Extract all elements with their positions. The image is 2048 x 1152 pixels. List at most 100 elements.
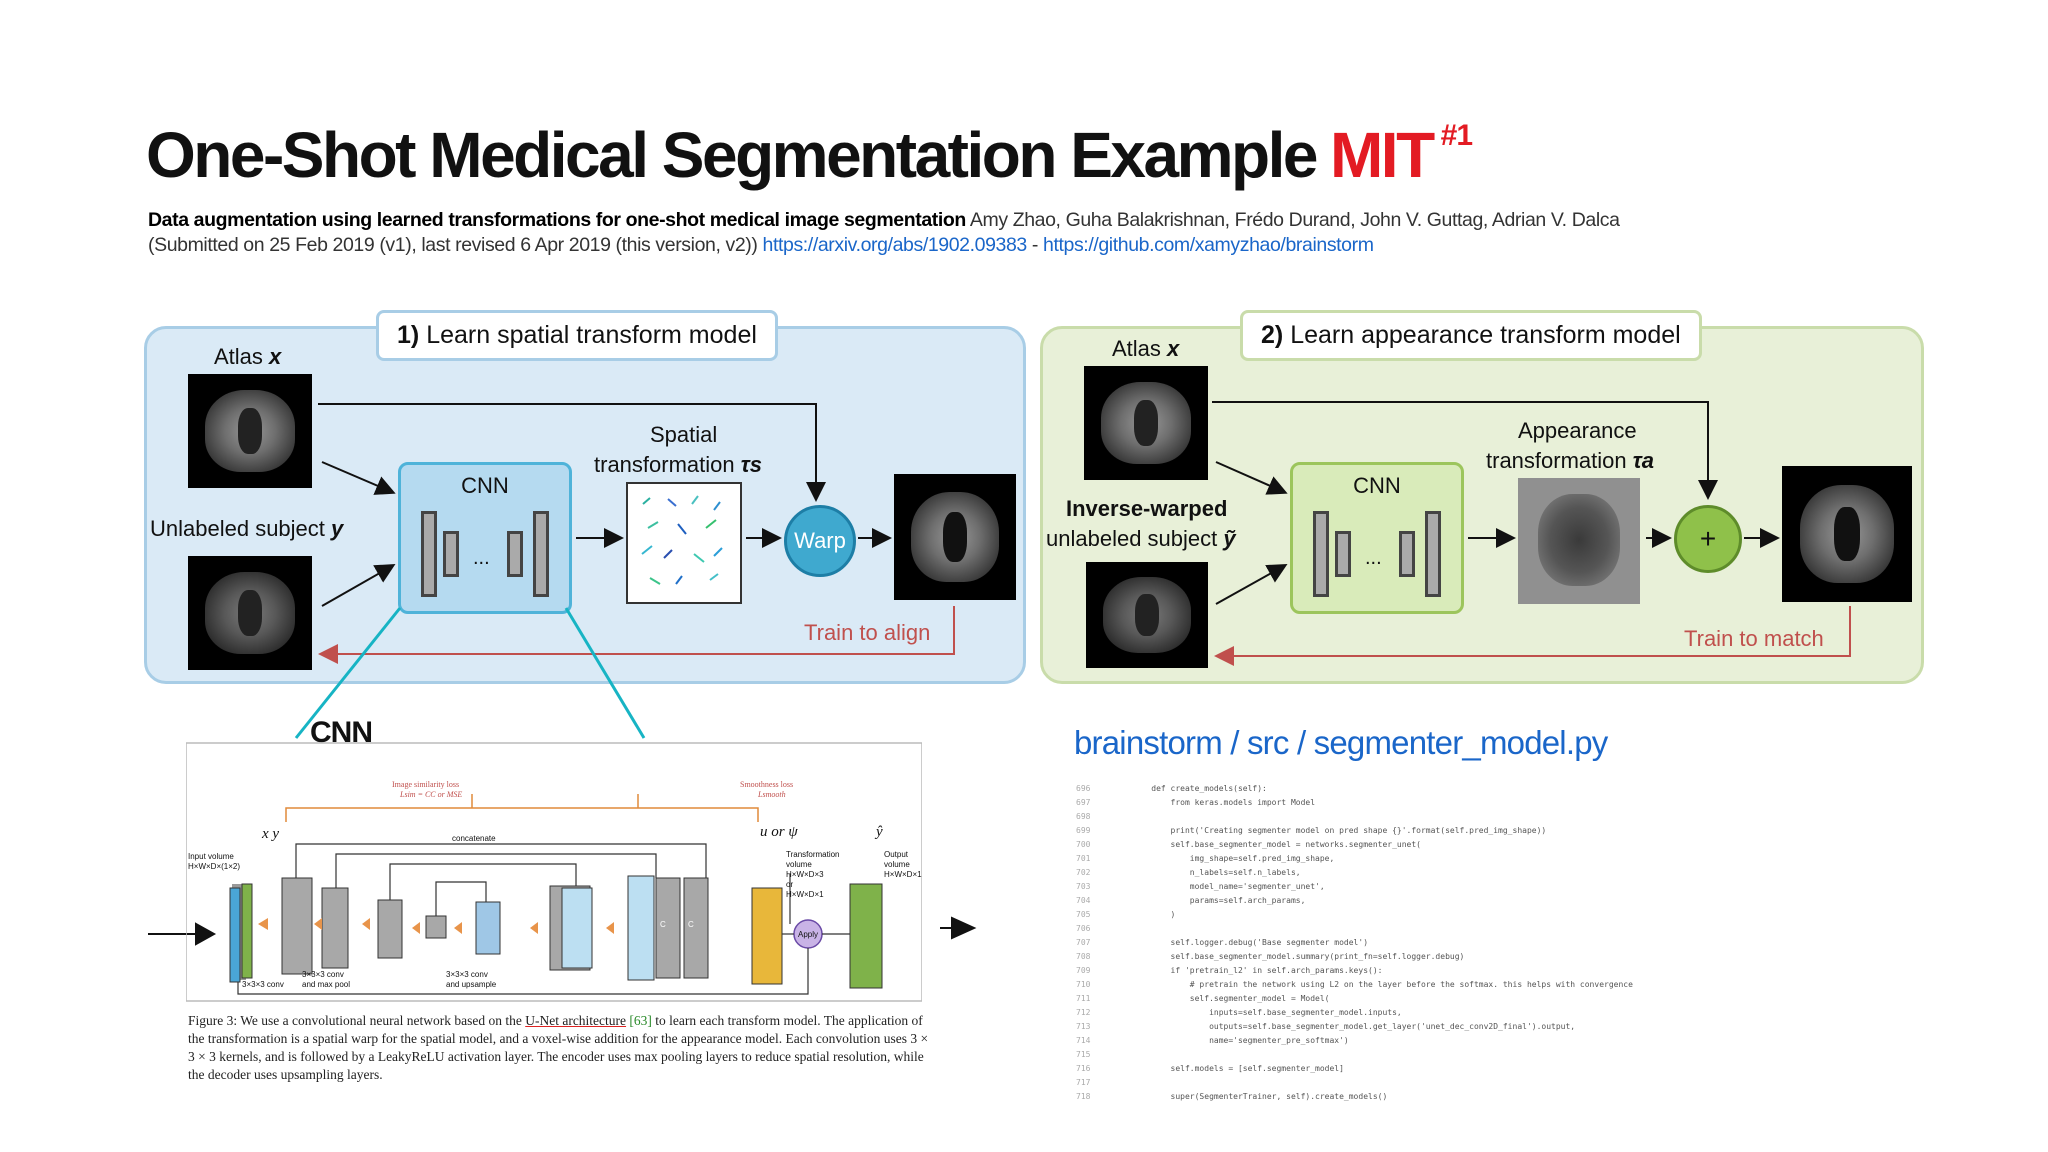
code-line: 702 n_labels=self.n_labels, <box>1076 866 1876 880</box>
code-listing: 696 def create_models(self):697 from ker… <box>1076 782 1876 1104</box>
unlabeled-subject-label: Unlabeled subject y <box>150 516 344 541</box>
unet-figure: Image similarity loss Lsim = CC or MSE S… <box>186 738 922 1006</box>
code-text: outputs=self.base_segmenter_model.get_la… <box>1132 1022 1576 1031</box>
line-number: 710 <box>1076 980 1091 989</box>
conv-block-letter: C <box>268 920 274 929</box>
code-text: self.base_segmenter_model = networks.seg… <box>1132 840 1421 849</box>
github-link[interactable]: https://github.com/xamyzhao/brainstorm <box>1043 234 1374 256</box>
code-text: if 'pretrain_l2' in self.arch_params.key… <box>1132 966 1383 975</box>
spatial-panel-tab: 1) Learn spatial transform model <box>376 310 778 361</box>
code-line: 713 outputs=self.base_segmenter_model.ge… <box>1076 1020 1876 1034</box>
code-line: 704 params=self.arch_params, <box>1076 894 1876 908</box>
conv-block-letter: C <box>660 920 666 929</box>
code-text: self.segmenter_model = Model( <box>1132 994 1330 1003</box>
warp-node: Warp <box>784 505 856 577</box>
cnn-label: CNN <box>1353 473 1401 498</box>
code-text: inputs=self.base_segmenter_model.inputs, <box>1132 1008 1402 1017</box>
line-number: 696 <box>1076 784 1091 793</box>
similarity-loss-formula: Lsim = CC or MSE <box>400 790 463 799</box>
cnn-block-appearance: CNN ... <box>1290 462 1464 614</box>
line-number: 700 <box>1076 840 1091 849</box>
code-line: 715 <box>1076 1048 1876 1062</box>
source-file-path[interactable]: brainstorm / src / segmenter_model.py <box>1074 724 1608 761</box>
cnn-block-spatial: CNN ... <box>398 462 572 614</box>
warped-output-image <box>894 474 1016 600</box>
appearance-transform-label-2: transformation τa <box>1486 448 1654 473</box>
title-text: One-Shot Medical Segmentation Example <box>146 119 1318 191</box>
code-text: print('Creating segmenter model on pred … <box>1132 826 1547 835</box>
code-text: def create_models(self): <box>1132 784 1267 793</box>
tab-label: Learn spatial transform model <box>426 321 757 349</box>
code-line: 716 self.models = [self.segmenter_model] <box>1076 1062 1876 1076</box>
code-text: model_name='segmenter_unet', <box>1132 882 1325 891</box>
code-line: 711 self.segmenter_model = Model( <box>1076 992 1876 1006</box>
code-line: 714 name='segmenter_pre_softmax') <box>1076 1034 1876 1048</box>
code-line: 701 img_shape=self.pred_img_shape, <box>1076 852 1876 866</box>
line-number: 718 <box>1076 1092 1091 1101</box>
paper-title: Data augmentation using learned transfor… <box>148 209 966 231</box>
code-text: params=self.arch_params, <box>1132 896 1306 905</box>
line-number: 708 <box>1076 952 1091 961</box>
line-number: 702 <box>1076 868 1091 877</box>
spatial-transform-label-2: transformation τs <box>594 452 762 477</box>
code-line: 705 ) <box>1076 908 1876 922</box>
line-number: 706 <box>1076 924 1091 933</box>
line-number: 717 <box>1076 1078 1091 1087</box>
code-line: 709 if 'pretrain_l2' in self.arch_params… <box>1076 964 1876 978</box>
caption-text: Figure 3: We use a convolutional neural … <box>188 1013 526 1028</box>
arxiv-link[interactable]: https://arxiv.org/abs/1902.09383 <box>762 234 1028 256</box>
mit-label: MIT <box>1329 119 1435 191</box>
cnn-label: CNN <box>461 473 509 498</box>
concatenate-label: concatenate <box>452 834 496 843</box>
conv-block-letter: C <box>688 920 694 929</box>
link-separator: - <box>1031 234 1039 256</box>
code-line: 708 self.base_segmenter_model.summary(pr… <box>1076 950 1876 964</box>
tab-label: Learn appearance transform model <box>1290 321 1681 349</box>
code-text: # pretrain the network using L2 on the l… <box>1132 980 1633 989</box>
line-number: 698 <box>1076 812 1091 821</box>
line-number: 699 <box>1076 826 1091 835</box>
unet-architecture-diagram <box>186 742 922 1002</box>
code-text: self.base_segmenter_model.summary(print_… <box>1132 952 1465 961</box>
unet-link[interactable]: U-Net architecture <box>525 1013 627 1028</box>
apply-node-label: Apply <box>798 930 819 939</box>
code-line: 712 inputs=self.base_segmenter_model.inp… <box>1076 1006 1876 1020</box>
code-text: from keras.models import Model <box>1132 798 1316 807</box>
line-number: 705 <box>1076 910 1091 919</box>
vector-field-arrows <box>641 495 723 585</box>
conv-small-label: 3×3×3 conv <box>242 980 284 989</box>
atlas-brain-image <box>188 374 312 488</box>
cnn-layer <box>1313 511 1329 597</box>
title-badge: #1 <box>1440 118 1473 152</box>
code-text: name='segmenter_pre_softmax') <box>1132 1036 1349 1045</box>
caption-text: to learn each transform model. The appli… <box>188 1013 929 1082</box>
line-number: 709 <box>1076 966 1091 975</box>
code-line: 718 super(SegmenterTrainer, self).create… <box>1076 1090 1876 1104</box>
output-brain-image <box>1782 466 1912 602</box>
caption-reference[interactable]: [63] <box>629 1013 652 1028</box>
line-number: 715 <box>1076 1050 1091 1059</box>
vector-field-image <box>626 482 742 604</box>
code-line: 703 model_name='segmenter_unet', <box>1076 880 1876 894</box>
input-xy-label: x y <box>262 826 280 842</box>
unlabeled-subject-label: unlabeled subject ỹ <box>1046 526 1236 551</box>
code-line: 697 from keras.models import Model <box>1076 796 1876 810</box>
atlas-label: Atlas x <box>214 344 282 369</box>
train-to-align-label: Train to align <box>804 620 931 645</box>
cnn-dots: ... <box>1365 547 1382 569</box>
figure-caption: Figure 3: We use a convolutional neural … <box>188 1012 934 1084</box>
addition-node: + <box>1674 505 1742 573</box>
smoothness-loss-formula: Lsmooth <box>758 790 786 799</box>
smoothness-loss-title: Smoothness loss <box>740 780 794 789</box>
cnn-layer <box>1425 511 1441 597</box>
code-line: 696 def create_models(self): <box>1076 782 1876 796</box>
line-number: 713 <box>1076 1022 1091 1031</box>
code-line: 706 <box>1076 922 1876 936</box>
y-hat-label: ŷ <box>876 824 883 840</box>
u-psi-label: u or ψ <box>760 824 798 840</box>
tab-number: 1) <box>397 321 420 349</box>
